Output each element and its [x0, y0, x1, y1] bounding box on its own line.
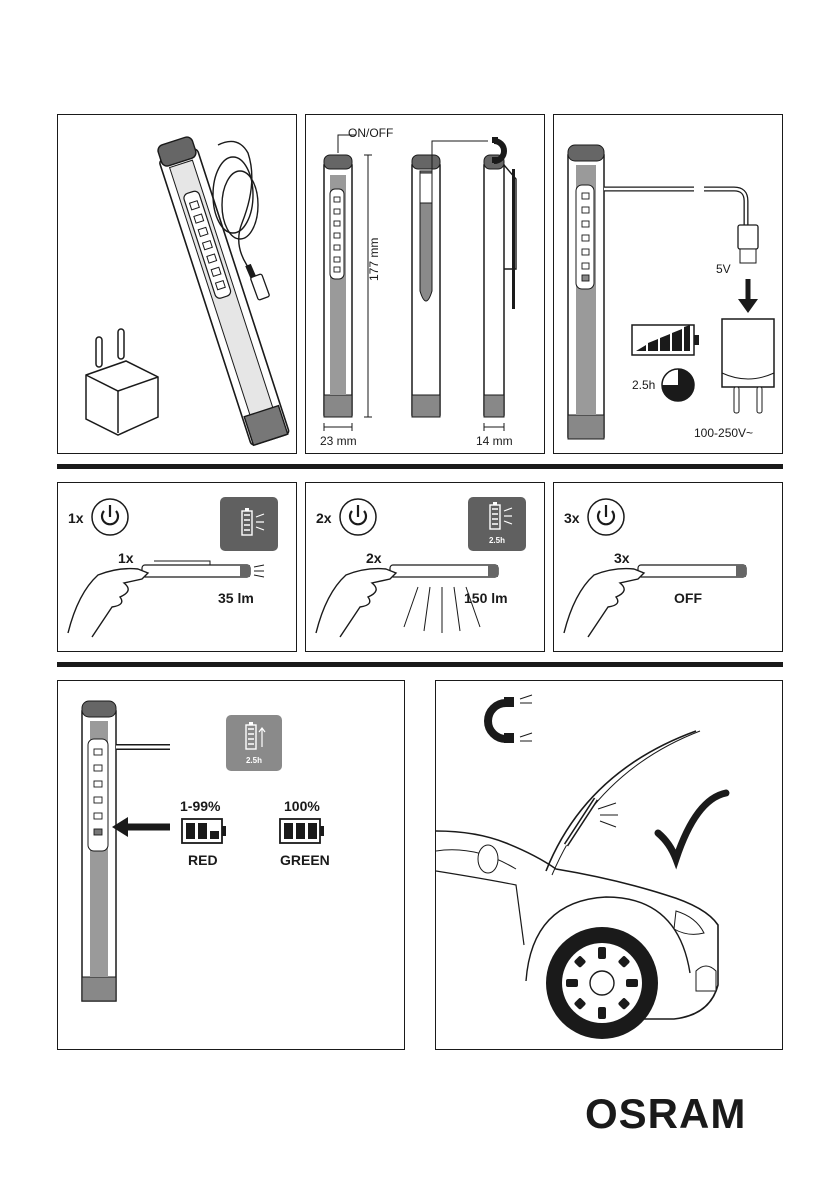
voltage-label: 5V — [716, 263, 731, 275]
panel-mode-3: 3x 3x OFF — [553, 482, 783, 652]
charge-time-label: 2.5h — [226, 756, 282, 765]
panel-package-contents — [57, 114, 297, 454]
charging-indicator-box: 2.5h — [226, 715, 282, 771]
mains-voltage-label: 100-250V~ — [694, 427, 753, 439]
battery-glow-icon — [220, 497, 278, 551]
car-hood-illustration — [436, 681, 784, 1051]
full-color-label: GREEN — [280, 853, 330, 867]
panel-mode-2: 2.5h 2x 2x 150 lm — [305, 482, 545, 652]
charge-time-label: 2.5h — [632, 379, 655, 391]
partial-color-label: RED — [188, 853, 218, 867]
dimensions-illustration — [306, 115, 546, 455]
panel-mode-1: 1x 1x 35 lm — [57, 482, 297, 652]
depth-label: 14 mm — [476, 435, 513, 447]
partial-percent: 1-99% — [180, 799, 220, 813]
output-label: 35 lm — [218, 591, 254, 605]
height-label: 177 mm — [368, 238, 380, 281]
divider-top — [57, 464, 783, 469]
full-percent: 100% — [284, 799, 320, 813]
package-contents-illustration — [58, 115, 298, 455]
output-label: 150 lm — [464, 591, 508, 605]
hand-press-count: 2x — [366, 551, 382, 565]
output-label: OFF — [674, 591, 702, 605]
hand-press-count: 3x — [614, 551, 630, 565]
battery-indicator-box — [220, 497, 278, 551]
press-count: 1x — [68, 511, 84, 525]
battery-indicator-box: 2.5h — [468, 497, 526, 551]
panel-charge-status: 2.5h 1-99% 100% RED GREEN — [57, 680, 405, 1050]
press-count: 2x — [316, 511, 332, 525]
press-count: 3x — [564, 511, 580, 525]
hand-press-count: 1x — [118, 551, 134, 565]
divider-bottom — [57, 662, 783, 667]
onoff-label: ON/OFF — [348, 127, 393, 139]
panel-dimensions: ON/OFF 177 mm 23 mm 14 mm — [305, 114, 545, 454]
panel-charging: 5V 2.5h 100-250V~ — [553, 114, 783, 454]
osram-logo: OSRAM — [585, 1090, 746, 1138]
panel-magnet-usage — [435, 680, 783, 1050]
width-label: 23 mm — [320, 435, 357, 447]
charging-illustration — [554, 115, 784, 455]
runtime-label: 2.5h — [468, 536, 526, 545]
mode-3-illustration — [554, 483, 784, 653]
